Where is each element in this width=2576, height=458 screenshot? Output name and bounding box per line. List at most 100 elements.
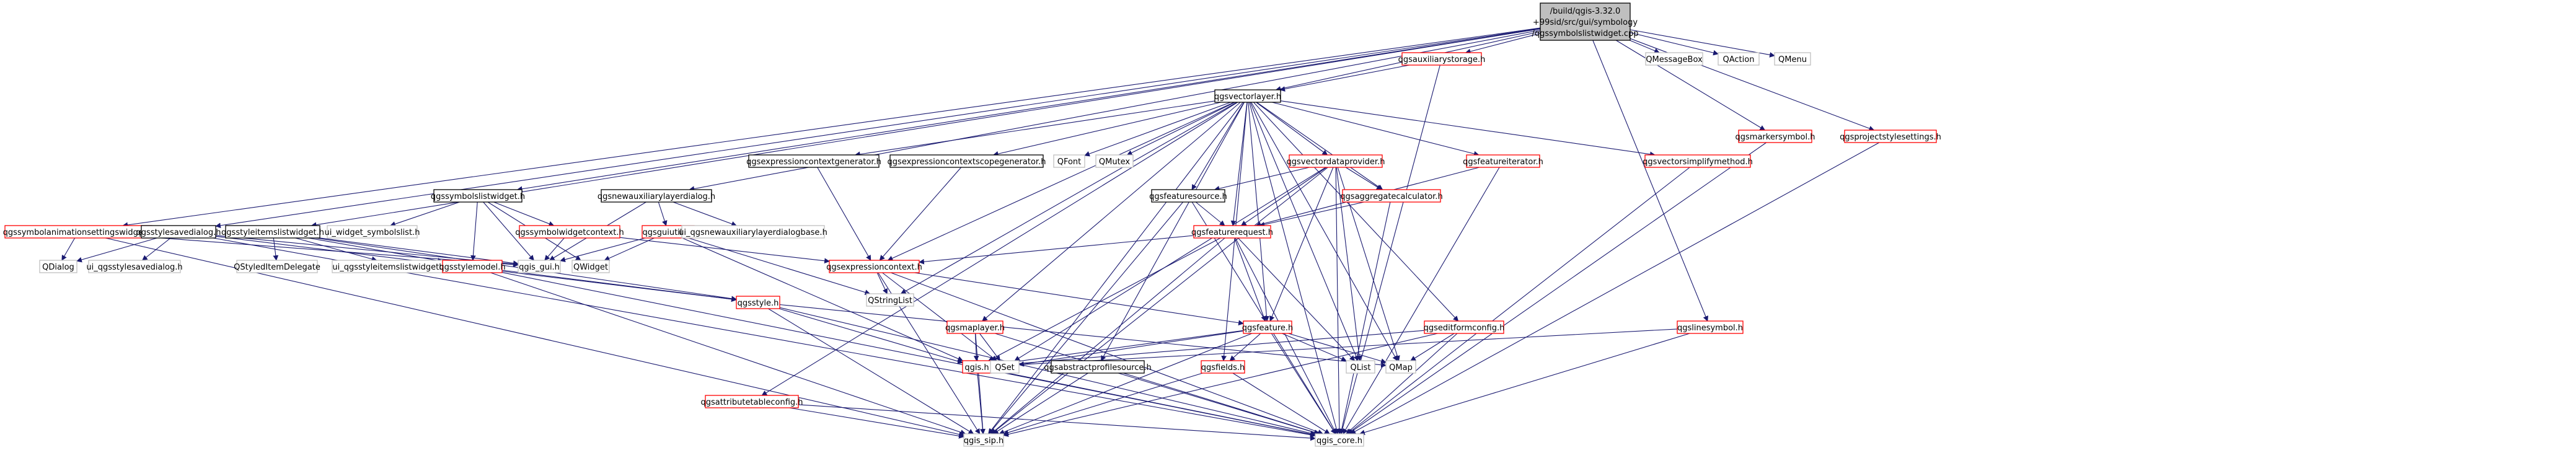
- dependency-edges: [61, 27, 1880, 441]
- node-qgsstyleitemslistwidget[interactable]: qgsstyleitemslistwidget.h: [221, 225, 324, 239]
- node-box: [889, 154, 1044, 168]
- node-QStringList[interactable]: QStringList: [866, 293, 914, 307]
- node-qgsfeaturerequest[interactable]: qgsfeaturerequest.h: [1191, 225, 1273, 239]
- node-qgsexpressioncontext[interactable]: qgsexpressioncontext.h: [826, 260, 922, 273]
- edge-qgsvectordataprovider-to-qgsfeaturesource: [1214, 167, 1310, 192]
- node-label: qgsauxiliarystorage.h: [1398, 55, 1486, 64]
- node-qgis[interactable]: qgis.h: [962, 360, 992, 374]
- edge-qgsfeaturerequest-to-QList: [1238, 237, 1356, 361]
- node-ui-qgsstyleitemslistwidgetbase[interactable]: ui_qgsstyleitemslistwidgetbase.h: [332, 260, 467, 273]
- node-qgsstylesavedialog[interactable]: qgsstylesavedialog.h: [136, 225, 221, 239]
- node-ui-qgsstylesavedialog[interactable]: ui_qgsstylesavedialog.h: [86, 260, 183, 273]
- node-QMenu[interactable]: QMenu: [1774, 52, 1811, 66]
- node-QStyledItemDelegate[interactable]: QStyledItemDelegate: [234, 260, 320, 273]
- node-qgsvectordataprovider[interactable]: qgsvectordataprovider.h: [1287, 154, 1385, 168]
- header-nodes: /build/qgis-3.32.0+99sid/src/gui/symbolo…: [3, 2, 1941, 447]
- node-qgsexpressioncontextgenerator[interactable]: qgsexpressioncontextgenerator.h: [746, 154, 881, 168]
- node-label: QFont: [1057, 157, 1082, 167]
- node-qgsnewauxiliarylayerdialog[interactable]: qgsnewauxiliarylayerdialog.h: [598, 189, 715, 203]
- node-ui-widget-symbolslist[interactable]: ui_widget_symbolslist.h: [325, 225, 420, 239]
- node-QFont[interactable]: QFont: [1053, 154, 1085, 168]
- node-QList[interactable]: QList: [1346, 360, 1375, 374]
- node-root[interactable]: /build/qgis-3.32.0+99sid/src/gui/symbolo…: [1532, 2, 1639, 41]
- edge-qgsstylemodel-to-qgis-sip: [490, 272, 966, 435]
- edge-qgsfeaturerequest-to-qgis: [988, 237, 1221, 361]
- edge-qgsstylesavedialog-to-ui-qgsstylesavedialog: [142, 237, 171, 261]
- node-label: qgsstylesavedialog.h: [136, 228, 221, 237]
- node-QSet[interactable]: QSet: [990, 360, 1020, 374]
- node-qgsstyle[interactable]: qgsstyle.h: [736, 296, 780, 309]
- edge-root-to-qgssymbolanimationsettingswidget: [122, 27, 1541, 228]
- node-qgsfeature[interactable]: qgsfeature.h: [1242, 320, 1294, 334]
- node-qgsfeatureiterator[interactable]: qgsfeatureiterator.h: [1463, 154, 1543, 168]
- node-qgsattributetableconfig[interactable]: qgsattributetableconfig.h: [700, 395, 803, 408]
- edge-root-to-qgsauxiliarystorage: [1465, 33, 1541, 55]
- edge-qgsvectorlayer-to-qgsaggregatecalculator: [1256, 102, 1383, 190]
- edge-qgsfeature-to-QSet: [1018, 330, 1244, 367]
- node-qgsmarkersymbol[interactable]: qgsmarkersymbol.h: [1736, 130, 1815, 143]
- node-QDialog[interactable]: QDialog: [39, 260, 77, 273]
- node-qgis-gui[interactable]: qgis_gui.h: [518, 260, 561, 273]
- edge-qgsstyle-to-qgis-sip: [768, 308, 974, 434]
- edge-qgsguiutils-to-QStringList: [688, 237, 871, 295]
- node-QMessageBox[interactable]: QMessageBox: [1645, 52, 1703, 66]
- node-box: [1151, 189, 1225, 203]
- node-box: [736, 296, 780, 309]
- node-QAction[interactable]: QAction: [1718, 52, 1760, 66]
- node-qgsvectorsimplifymethod[interactable]: qgsvectorsimplifymethod.h: [1643, 154, 1753, 168]
- node-QWidget[interactable]: QWidget: [571, 260, 610, 273]
- node-box: [1644, 154, 1751, 168]
- node-QMap[interactable]: QMap: [1385, 360, 1416, 374]
- node-box: [829, 260, 920, 273]
- node-qgsguiutils[interactable]: qgsguiutils.h: [642, 225, 695, 239]
- node-label: qgis.h: [964, 363, 989, 372]
- node-qgis-core[interactable]: qgis_core.h: [1315, 433, 1364, 447]
- edge-qgssymbolslistwidget-to-qgsstylemodel: [470, 201, 478, 261]
- node-qgsprojectstylesettings[interactable]: qgsprojectstylesettings.h: [1840, 130, 1941, 143]
- node-box: [1844, 130, 1937, 143]
- node-qgsmaplayer[interactable]: qgsmaplayer.h: [945, 320, 1005, 334]
- node-box: [225, 225, 320, 239]
- node-ui-qgsnewauxiliarylayerdialogbase[interactable]: ui_qgsnewauxiliarylayerdialogbase.h: [679, 225, 827, 239]
- edge-qgsauxiliarystorage-to-qgsvectorlayer: [1279, 64, 1409, 92]
- edge-qgslinesymbol-to-qgis-core: [1359, 333, 1690, 435]
- edge-qgsabstractprofilesource-to-qgis-core: [1118, 372, 1320, 435]
- node-QMutex[interactable]: QMutex: [1095, 154, 1134, 168]
- edge-qgssymbolslistwidget-to-qgis-gui: [483, 201, 534, 261]
- edge-qgsvectordataprovider-to-qgis-sip: [990, 167, 1328, 434]
- edge-qgsvectorlayer-to-qgseditformconfig: [1253, 102, 1459, 322]
- node-label: qgsstylemodel.h: [439, 263, 505, 272]
- edge-qgsexpressioncontext-to-qgsfeature: [914, 272, 1244, 326]
- node-box: [327, 225, 418, 239]
- node-qgssymbolwidgetcontext[interactable]: qgssymbolwidgetcontext.h: [515, 225, 624, 239]
- node-label: ui_widget_symbolslist.h: [325, 228, 420, 237]
- node-qgssymbolslistwidget[interactable]: qgssymbolslistwidget.h: [431, 189, 525, 203]
- node-qgssymbolanimationsettingswidget[interactable]: qgssymbolanimationsettingswidget.h: [3, 225, 154, 239]
- node-qgsstylemodel[interactable]: qgsstylemodel.h: [439, 260, 506, 273]
- node-label: QMenu: [1778, 55, 1807, 64]
- edge-qgsattributetableconfig-to-qgis-core: [798, 404, 1316, 441]
- edge-qgsfeaturerequest-to-qgis-sip: [990, 237, 1225, 434]
- node-qgis-sip[interactable]: qgis_sip.h: [963, 433, 1004, 447]
- node-qgsfields[interactable]: qgsfields.h: [1201, 360, 1245, 374]
- edge-qgsattributetableconfig-to-qgis-sip: [789, 407, 964, 439]
- node-qgslinesymbol[interactable]: qgslinesymbol.h: [1677, 320, 1744, 334]
- edge-qgsfeaturesource-to-qgsfeaturerequest: [1195, 201, 1225, 226]
- node-label: ui_qgsnewauxiliarylayerdialogbase.h: [679, 228, 827, 237]
- node-box: [963, 433, 1004, 447]
- node-box: [748, 154, 880, 168]
- node-label: qgsvectorsimplifymethod.h: [1643, 157, 1753, 167]
- node-box: [1424, 320, 1504, 334]
- edge-qgsfeaturerequest-to-qgis-core: [1235, 237, 1337, 434]
- node-label: qgsvectordataprovider.h: [1287, 157, 1385, 167]
- node-qgsauxiliarystorage[interactable]: qgsauxiliarystorage.h: [1398, 52, 1486, 66]
- node-label: QDialog: [42, 263, 74, 272]
- node-label: qgsfeaturerequest.h: [1191, 228, 1273, 237]
- node-qgsabstractprofilesource[interactable]: qgsabstractprofilesource.h: [1044, 360, 1152, 374]
- node-qgseditformconfig[interactable]: qgseditformconfig.h: [1424, 320, 1505, 334]
- node-qgsvectorlayer[interactable]: qgsvectorlayer.h: [1214, 89, 1281, 103]
- node-box: [1385, 360, 1416, 374]
- node-qgsexpressioncontextscopegenerator[interactable]: qgsexpressioncontextscopegenerator.h: [888, 154, 1046, 168]
- node-qgsaggregatecalculator[interactable]: qgsaggregatecalculator.h: [1340, 189, 1443, 203]
- node-qgsfeaturesource[interactable]: qgsfeaturesource.h: [1149, 189, 1227, 203]
